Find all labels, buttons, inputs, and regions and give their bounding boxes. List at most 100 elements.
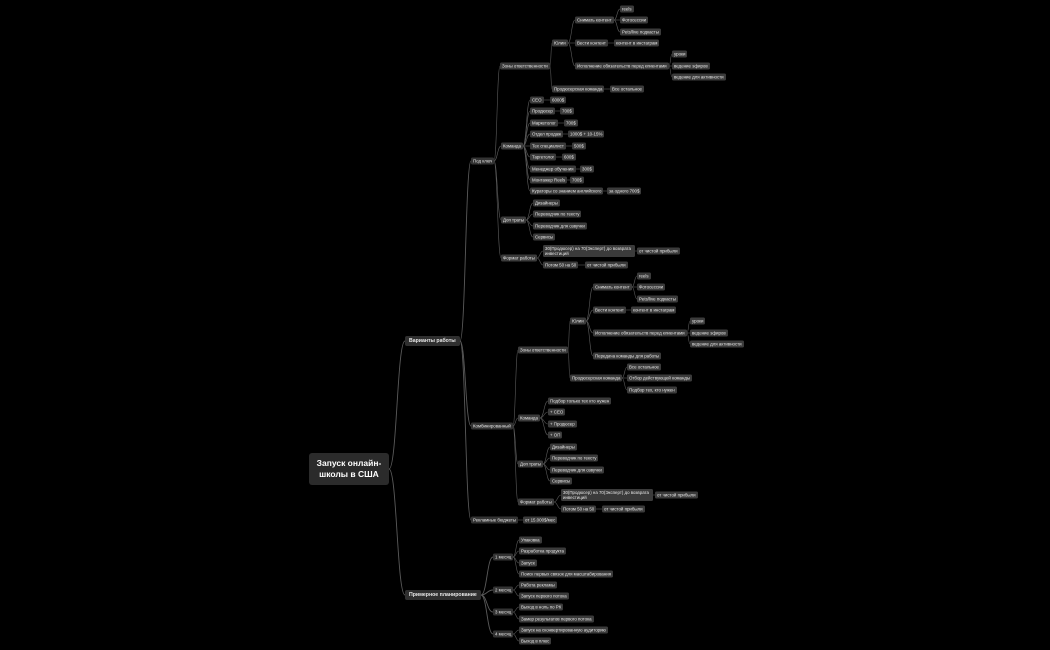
mindmap-node-b1-зоны-ответственности[interactable]: Зоны ответственности [500, 62, 550, 70]
mindmap-node-m5-уроки[interactable]: уроки [690, 317, 706, 325]
mindmap-node-p1-дизайнеры[interactable]: Дизайнеры [550, 443, 577, 451]
mindmap-node-i4-от-чистой-прибыли[interactable]: от чистой прибыли [585, 261, 628, 269]
mindmap-node-l2-вести-контент[interactable]: Вести контент [593, 306, 626, 314]
mindmap-node-m4-контент-в-инстаграм[interactable]: контент в инстаграм [631, 306, 677, 314]
mindmap-node-f8-монтажер-reels[interactable]: Монтажер Reels [530, 176, 568, 184]
mindmap-node-o1-подбор-только-тех-кто-нужен[interactable]: Подбор только тех кто нужен [548, 397, 612, 405]
mindmap-node-g4-1000-10-15[interactable]: 1000$ + 10-15% [568, 130, 605, 138]
mindmap-node-f7-менеджер-обучения[interactable]: Менеджер обучения [530, 165, 576, 173]
mindmap-node-l1-снимать-контент[interactable]: Снимать контент [593, 283, 632, 291]
mindmap-node-h3-переводчик-для-озвучки[interactable]: Переводчик для озвучки [533, 222, 587, 230]
mindmap-node-t5-работа-рекламы[interactable]: Работа рекламы [519, 581, 557, 589]
mindmap-node-d1-снимать-контент[interactable]: Снимать контент [575, 16, 614, 24]
mindmap-node-t4-поиск-первых-связок-для-масшта[interactable]: Поиск первых связок для масштабирования [519, 570, 614, 578]
mindmap-node-a1-под-ключ[interactable]: Под ключ [471, 157, 495, 165]
mindmap-node-l4-передача-команды-для-работы[interactable]: Передача команды для работы [593, 352, 662, 360]
mindmap-node-m7-ведение-для-активности[interactable]: ведение для активности [690, 340, 744, 348]
mindmap-node-n3-все-остальное[interactable]: Все остальное [627, 363, 661, 371]
mindmap-node-s3-3-месяц[interactable]: 3 месяц [493, 608, 514, 616]
mindmap-node-d2-вести-контент[interactable]: Вести контент [575, 39, 608, 47]
mindmap-node-h4-сервисы[interactable]: Сервисы [533, 233, 556, 241]
mindmap-node-g9-за-одного-700[interactable]: за одного 700$ [607, 187, 642, 195]
mindmap-node-t10-выход-в-плюс[interactable]: Выход в плюс [519, 637, 552, 645]
mindmap-node-e5-уроки[interactable]: уроки [672, 50, 688, 58]
mindmap-node-n1-варианты-работы[interactable]: Варианты работы [405, 336, 460, 346]
mindmap-node-t9-запуск-на-сконвертированную-ау[interactable]: Запуск на сконвертированную аудиторию [519, 626, 608, 634]
mindmap-node-p4-сервисы[interactable]: Сервисы [550, 477, 573, 485]
mindmap-node-c3-все-остальное[interactable]: Все остальное [610, 85, 644, 93]
mindmap-node-h1-дизайнеры[interactable]: Дизайнеры [533, 199, 560, 207]
mindmap-node-g1-6000[interactable]: 6000$ [550, 96, 567, 104]
mindmap-node-k1-юлии[interactable]: Юлии [570, 317, 586, 325]
mindmap-node-q3-от-чистой-прибыли[interactable]: от чистой прибыли [655, 491, 698, 499]
mindmap-node-f5-тех-специалист[interactable]: Тех специалист [530, 142, 566, 150]
mindmap-node-q2-потом-50-на-50[interactable]: Потом 50 на 50 [561, 505, 597, 513]
mindmap-node-e7-ведение-для-активности[interactable]: ведение для активности [672, 73, 726, 81]
mindmap-node-a3-рекламные-бюджеты[interactable]: Рекламные бюджеты [471, 516, 519, 524]
mindmap-node-g6-600[interactable]: 600$ [562, 153, 576, 161]
mindmap-node-t2-разработка-продукта[interactable]: Разработка продукта [519, 547, 566, 555]
mindmap-node-f9-кураторы-со-знанием-английског[interactable]: Кураторы со знанием английского [530, 187, 604, 195]
mindmap-node-o4-оп[interactable]: + ОП [548, 431, 563, 439]
mindmap-node-b4-формат-работы[interactable]: Формат работы [501, 254, 537, 262]
mindmap-node-j2-команда[interactable]: Команда [518, 414, 540, 422]
mindmap-node-f6-таргетолог[interactable]: Таргетолог [530, 153, 557, 161]
mindmap-node-q4-от-чистой-прибыли[interactable]: от чистой прибыли [602, 505, 645, 513]
mindmap-node-i3-от-чистой-прибыли[interactable]: от чистой прибыли [637, 247, 680, 255]
mindmap-node-s2-2-месяц[interactable]: 2 месяц [493, 586, 514, 594]
mindmap-node-c2-продюсерская-команда[interactable]: Продюсерская команда [552, 85, 605, 93]
mindmap-node-o3-продюсер[interactable]: + Продюсер [548, 420, 577, 428]
mindmap-node-e2-фотосессии[interactable]: Фотосессии [620, 16, 649, 24]
mindmap-node-s4-4-месяц[interactable]: 4 месяц [493, 630, 514, 638]
mindmap-node-e3-pets-live-подкасты[interactable]: Pets/live подкасты [620, 28, 661, 36]
mindmap-node-g8-700[interactable]: 700$ [570, 176, 584, 184]
mindmap-node-g3-700[interactable]: 700$ [564, 119, 578, 127]
connector-j3-p1 [542, 446, 551, 465]
mindmap-node-e4-контент-в-инстаграм[interactable]: контент в инстаграм [614, 39, 660, 47]
mindmap-node-e1-reels[interactable]: reels [620, 5, 634, 13]
mindmap-node-g7-300[interactable]: 300$ [580, 165, 594, 173]
connector-k2-n3 [621, 366, 628, 379]
mindmap-node-n2-примерное-планирование[interactable]: Примерное планирование [405, 590, 481, 600]
mindmap-node-g2-700[interactable]: 700$ [560, 107, 574, 115]
mindmap-node-j1-зоны-ответственности[interactable]: Зоны ответственности [518, 346, 568, 354]
mindmap-node-f1-ceo[interactable]: CEO [530, 96, 544, 104]
mindmap-node-f3-маркетолог[interactable]: Маркетолог [530, 119, 558, 127]
mindmap-node-t3-запуск[interactable]: Запуск [519, 559, 537, 567]
mindmap-node-e6-ведение-эфиров[interactable]: ведение эфиров [672, 62, 710, 70]
mindmap-node-q1-30-продюсер-на-70-эксперт-до-в[interactable]: 30(Продюсер) на 70(Эксперт) до возврата … [561, 489, 653, 501]
mindmap-node-m1-reels[interactable]: reels [637, 272, 651, 280]
mindmap-node-m6-ведение-эфиров[interactable]: ведение эфиров [690, 329, 728, 337]
mindmap-node-t1-упаковка[interactable]: Упаковка [519, 536, 542, 544]
connector-b2-f9 [522, 145, 531, 192]
mindmap-node-j4-формат-работы[interactable]: Формат работы [518, 498, 554, 506]
mindmap-node-g5-500[interactable]: 500$ [572, 142, 586, 150]
mindmap-node-n5-подбор-тех-кто-нужен[interactable]: Подбор тех, кто нужен [627, 386, 677, 394]
mindmap-node-f4-отдел-продаж[interactable]: Отдел продаж [530, 130, 564, 138]
mindmap-node-r1-от-15-000-мес[interactable]: от 15.000$/мес [523, 516, 558, 524]
mindmap-node-p2-переводчик-по-тексту[interactable]: Переводчик по тексту [550, 454, 599, 462]
mindmap-root-node[interactable]: Запуск онлайн-школы в США [309, 453, 389, 485]
mindmap-node-m2-фотосессии[interactable]: Фотосессии [637, 283, 666, 291]
connector-l1-m1 [631, 275, 638, 288]
mindmap-node-b3-доп-траты[interactable]: Доп траты [501, 216, 527, 224]
mindmap-node-d3-исполнение-обязательств-перед-[interactable]: Исполнение обязательств перед клиентами [575, 62, 669, 70]
mindmap-node-i2-потом-50-на-50[interactable]: Потом 50 на 50 [543, 261, 579, 269]
mindmap-node-p3-переводчик-для-озвучки[interactable]: Переводчик для озвучки [550, 466, 604, 474]
mindmap-node-t6-запуск-первого-потока[interactable]: Запуск первого потока [519, 592, 569, 600]
mindmap-node-b2-команда[interactable]: Команда [501, 142, 523, 150]
mindmap-node-l3-исполнение-обязательств-перед-[interactable]: Исполнение обязательств перед клиентами [593, 329, 687, 337]
mindmap-node-c1-юлии[interactable]: Юлии [552, 39, 568, 47]
mindmap-node-h2-переводчик-по-тексту[interactable]: Переводчик по тексту [533, 210, 582, 218]
mindmap-node-i1-30-продюсер-на-70-эксперт-до-в[interactable]: 30(Продюсер) на 70(Эксперт) до возврата … [543, 245, 635, 257]
mindmap-node-s1-1-месяц[interactable]: 1 месяц [493, 553, 514, 561]
mindmap-node-k2-продюсерская-команда[interactable]: Продюсерская команда [570, 374, 623, 382]
mindmap-node-j3-доп-траты[interactable]: Доп траты [518, 460, 544, 468]
mindmap-node-a2-комбинированный[interactable]: Комбинированный [471, 422, 513, 430]
mindmap-node-o2-ceo[interactable]: + CEO [548, 408, 566, 416]
mindmap-node-t8-замер-результатов-первого-пото[interactable]: Замер результатов первого потока [519, 615, 594, 623]
mindmap-node-n4-отбор-действующей-команды[interactable]: Отбор действующей команды [627, 374, 693, 382]
mindmap-node-t7-выход-в-ноль-по-рк[interactable]: Выход в ноль по РК [519, 603, 564, 611]
mindmap-node-f2-продюсер[interactable]: Продюсер [530, 107, 555, 115]
mindmap-node-m3-pets-live-подкасты[interactable]: Pets/live подкасты [637, 295, 678, 303]
